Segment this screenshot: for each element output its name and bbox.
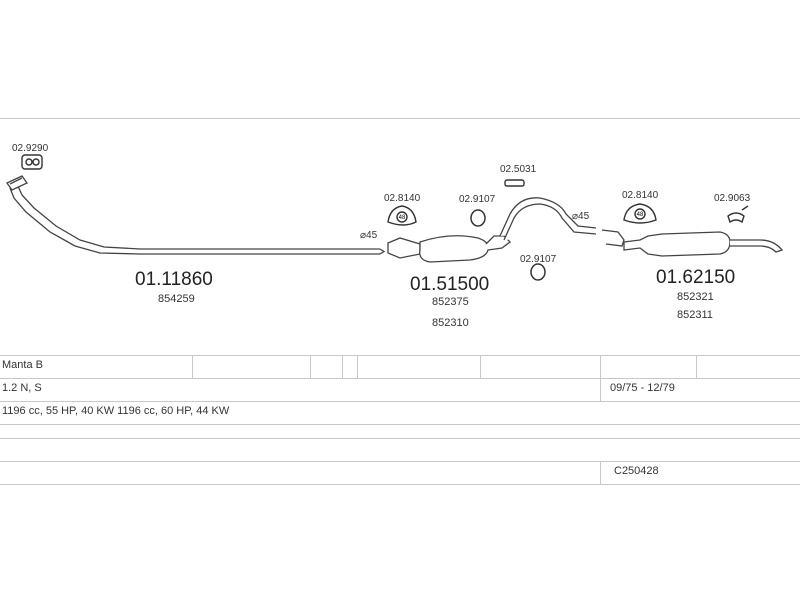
engine-type: 1.2 N, S [2,382,42,394]
sub-part-number: 854259 [158,293,195,305]
table-divider [342,355,343,378]
part-number: 01.62150 [656,267,735,288]
table-divider [310,355,311,378]
table-line-6 [0,461,800,462]
clamp-ring-icon [470,209,486,227]
top-border-line [0,118,800,119]
accessory-code: 02.9290 [12,143,49,154]
table-line-7 [0,484,800,485]
sub-part-number: 852321 [677,291,714,303]
part-number: 01.51500 [410,274,489,295]
hanger-code: 48 [637,212,644,218]
table-divider [600,378,601,401]
accessory-code: 02.9107 [520,254,557,265]
table-divider [192,355,193,378]
front-pipe-drawing [6,175,386,255]
diameter-label: ⌀45 [572,211,590,222]
table-divider [357,355,358,378]
table-line-2 [0,378,800,379]
table-line-3 [0,401,800,402]
hanger-icon [387,205,417,226]
part-number: 01.11860 [135,269,213,290]
sub-part-number: 852310 [432,317,469,329]
hanger-icon [623,203,657,224]
diameter-label: ⌀45 [360,230,378,241]
table-line-4 [0,424,800,425]
accessory-code: 02.8140 [384,193,421,204]
table-divider [600,461,601,484]
table-divider [696,355,697,378]
sub-part-number: 852375 [432,296,469,308]
engine-specs: 1196 cc, 55 HP, 40 KW 1196 cc, 60 HP, 44… [2,405,230,417]
rear-silencer-drawing [601,229,784,257]
accessory-code: 02.8140 [622,190,659,201]
clamp-bolt-icon [504,179,525,187]
sub-part-number: 852311 [677,309,713,321]
table-divider [600,355,601,378]
rear-hanger-icon [727,205,749,224]
clamp-ring-icon [530,263,546,281]
table-line-1 [0,355,800,356]
middle-silencer-drawing [387,197,597,263]
accessory-code: 02.9063 [714,193,751,204]
exhaust-diagram: 02.9290 ⌀45 ⌀45 48 02.8140 02.9107 02.50… [6,143,784,329]
accessory-code: 02.5031 [500,164,537,175]
table-line-5 [0,438,800,439]
table-divider [480,355,481,378]
production-period: 09/75 - 12/79 [610,382,675,394]
model-name: Manta B [2,359,43,371]
hanger-code: 48 [399,215,406,221]
system-code: C250428 [614,465,659,477]
gasket-icon [21,154,43,170]
accessory-code: 02.9107 [459,194,496,205]
